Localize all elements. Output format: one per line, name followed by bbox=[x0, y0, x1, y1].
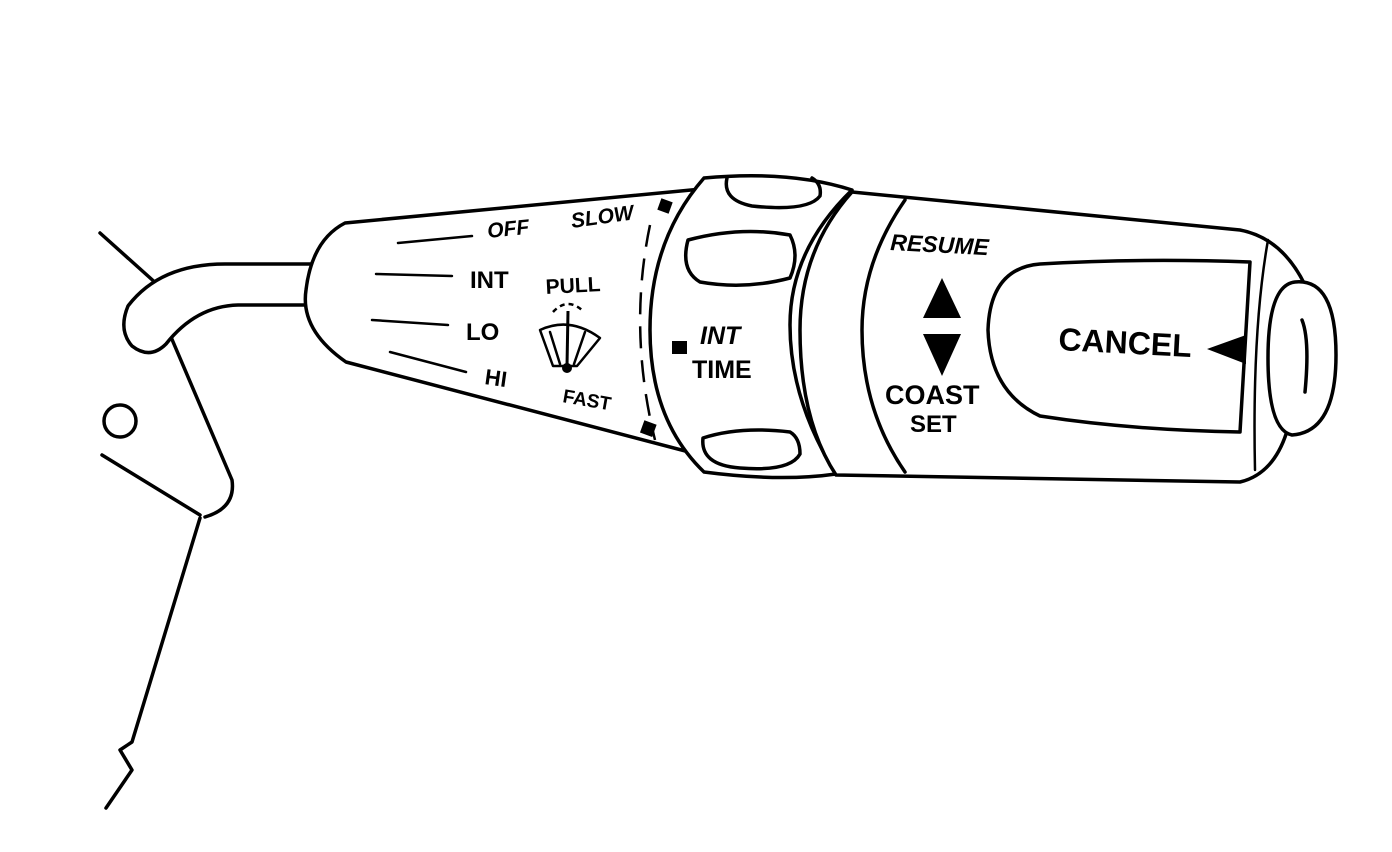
off-tick bbox=[396, 234, 474, 245]
coast-label: COAST bbox=[885, 380, 980, 410]
mount-hole bbox=[102, 403, 138, 439]
wiper-hi-label: HI bbox=[483, 364, 508, 392]
wiper-off-label: OFF bbox=[486, 216, 531, 243]
column-bracket bbox=[98, 231, 235, 810]
cancel-label: CANCEL bbox=[1058, 321, 1193, 364]
int-time-label-line2: TIME bbox=[692, 356, 752, 384]
wiper-collar bbox=[303, 186, 714, 460]
ring-grip-upper bbox=[684, 229, 797, 287]
fast-marker bbox=[639, 420, 657, 437]
int-time-ring[interactable] bbox=[648, 173, 854, 480]
int-tick bbox=[374, 272, 454, 278]
barrel-seam bbox=[860, 198, 907, 474]
wiper-int-label: INT bbox=[470, 267, 509, 294]
set-label: SET bbox=[910, 411, 957, 438]
resume-up-arrow-icon[interactable] bbox=[923, 278, 961, 318]
barrel-end-seam bbox=[1253, 238, 1270, 472]
slow-marker bbox=[657, 198, 673, 214]
resume-label: RESUME bbox=[890, 229, 990, 260]
int-time-label-line1: INT bbox=[700, 322, 743, 350]
cancel-slide-button[interactable] bbox=[986, 258, 1252, 434]
int-time-marker bbox=[672, 341, 687, 354]
ring-grip-lower bbox=[701, 428, 802, 471]
coast-down-arrow-icon[interactable] bbox=[923, 334, 961, 376]
stalk-shaft bbox=[122, 262, 314, 355]
cancel-arrow-icon bbox=[1207, 335, 1246, 364]
wiper-icon bbox=[538, 302, 602, 373]
wiper-pull-label: PULL bbox=[545, 273, 601, 299]
stalk-end-cap bbox=[1266, 280, 1338, 437]
wiper-lo-label: LO bbox=[466, 319, 499, 346]
lo-tick bbox=[370, 318, 450, 327]
hi-tick bbox=[388, 350, 468, 374]
